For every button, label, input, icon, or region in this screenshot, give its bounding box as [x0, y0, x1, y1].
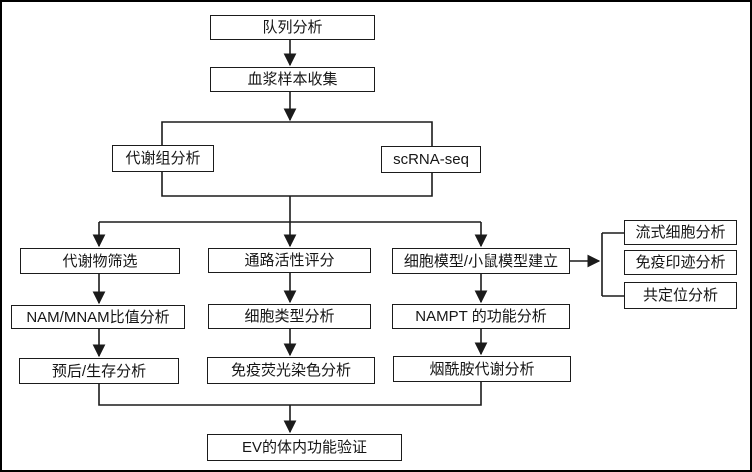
node-immunofluorescence-staining-analysis: 免疫荧光染色分析 — [207, 357, 375, 384]
node-flow-cytometry-analysis: 流式细胞分析 — [624, 220, 737, 245]
edge-bottom-merge — [98, 382, 482, 406]
node-scrna-seq: scRNA-seq — [381, 146, 481, 173]
edge-right-bracket — [601, 232, 624, 297]
node-nampt-functional-analysis: NAMPT 的功能分析 — [392, 304, 570, 329]
node-colocalization-analysis: 共定位分析 — [624, 282, 737, 309]
node-western-blot-analysis: 免疫印迹分析 — [624, 250, 737, 275]
node-nam-mnam-ratio-analysis: NAM/MNAM比值分析 — [11, 305, 185, 329]
node-nicotinamide-metabolism-analysis: 烟酰胺代谢分析 — [393, 356, 571, 382]
node-prognosis-survival-analysis: 预后/生存分析 — [19, 358, 179, 384]
node-cohort-analysis: 队列分析 — [210, 15, 375, 40]
node-pathway-activity-score: 通路活性评分 — [208, 248, 371, 273]
node-cell-mouse-model-establishment: 细胞模型/小鼠模型建立 — [392, 248, 570, 274]
node-cell-type-analysis: 细胞类型分析 — [208, 304, 371, 329]
node-ev-in-vivo-functional-validation: EV的体内功能验证 — [207, 434, 402, 461]
node-metabolite-screening: 代谢物筛选 — [20, 248, 180, 274]
node-metabolomics-analysis: 代谢组分析 — [112, 145, 214, 172]
node-plasma-sample-collection: 血浆样本收集 — [210, 67, 375, 92]
